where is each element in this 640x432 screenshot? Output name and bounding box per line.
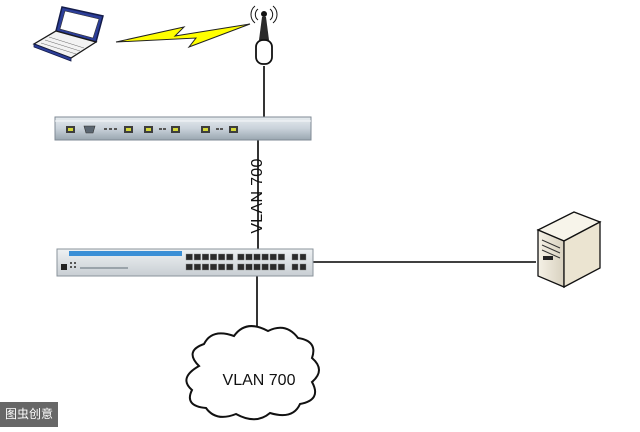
switch-port bbox=[185, 263, 193, 271]
switch-port bbox=[261, 253, 269, 261]
switch-port bbox=[226, 253, 234, 261]
switch-port bbox=[210, 253, 218, 261]
cloud-label: VLAN 700 bbox=[222, 372, 296, 389]
switch-port bbox=[210, 263, 218, 271]
laptop-icon bbox=[32, 6, 104, 62]
switch-port bbox=[201, 253, 209, 261]
cloud-icon bbox=[185, 325, 320, 421]
switch-port bbox=[226, 263, 234, 271]
switch-port bbox=[218, 253, 226, 261]
switch-port bbox=[277, 253, 285, 261]
connection-lines bbox=[256, 66, 536, 352]
switch-port bbox=[269, 263, 277, 271]
switch-port bbox=[253, 253, 261, 261]
switch-port bbox=[277, 263, 285, 271]
switch-ports bbox=[185, 253, 307, 271]
switch-port bbox=[185, 253, 193, 261]
server-icon bbox=[536, 211, 602, 289]
wireless-signal-icon bbox=[115, 23, 251, 49]
switch-port bbox=[245, 253, 253, 261]
router-icon bbox=[54, 116, 312, 141]
switch-port bbox=[245, 263, 253, 271]
switch-port bbox=[201, 263, 209, 271]
switch-uplink-port bbox=[299, 263, 307, 271]
switch-uplink-port bbox=[291, 253, 299, 261]
switch-port bbox=[269, 253, 277, 261]
switch-port bbox=[237, 253, 245, 261]
switch-port bbox=[237, 263, 245, 271]
switch-uplink-port bbox=[291, 263, 299, 271]
switch-icon bbox=[56, 248, 314, 277]
switch-uplink-port bbox=[299, 253, 307, 261]
link-label: VLAN 700 bbox=[249, 158, 266, 234]
switch-port bbox=[193, 263, 201, 271]
switch-port bbox=[261, 263, 269, 271]
switch-port bbox=[218, 263, 226, 271]
switch-port bbox=[253, 263, 261, 271]
wireless-antenna-icon bbox=[250, 5, 278, 65]
watermark: 图虫创意 bbox=[0, 402, 59, 427]
switch-port bbox=[193, 253, 201, 261]
